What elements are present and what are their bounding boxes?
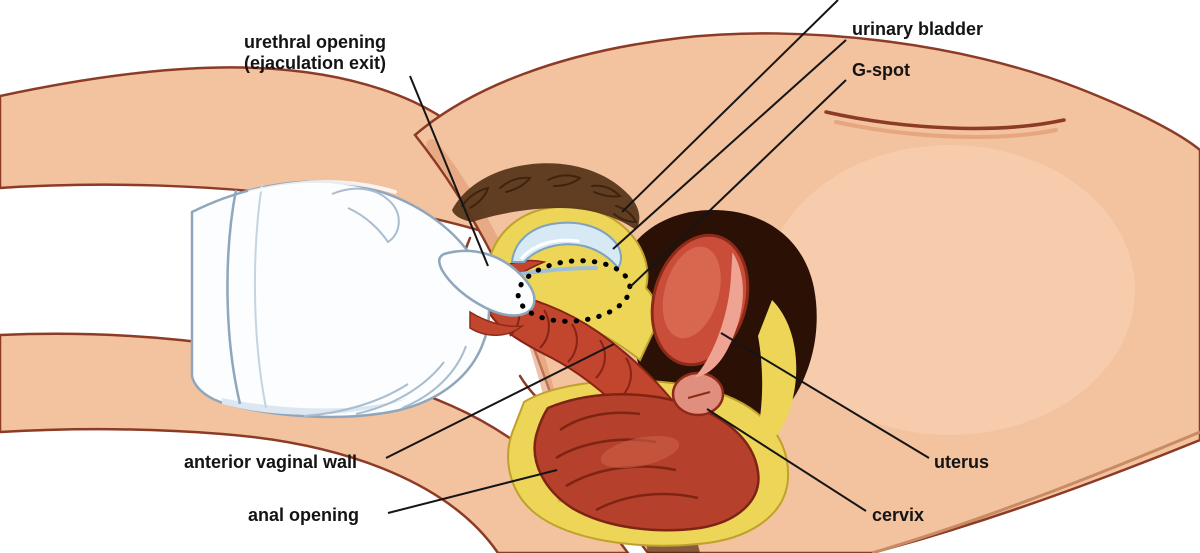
uterus-wall-highlight [694, 252, 743, 378]
glove-index-finger [438, 249, 536, 317]
cervix-shape [671, 371, 725, 417]
uterus-group [650, 233, 750, 417]
leader-line-anal-opening [387, 469, 558, 514]
pubic-hair-curls [461, 174, 638, 224]
leader-line-cervix [706, 408, 867, 512]
label-uterus: uterus [934, 452, 990, 472]
label-urethral-opening-line1: urethral opening [244, 32, 387, 52]
vaginal-rugae [509, 299, 632, 397]
label-urinary-bladder: urinary bladder [852, 19, 984, 39]
glove-cuff-inner-line [253, 183, 267, 409]
rectum-highlight [600, 435, 680, 469]
cervix-slit [687, 391, 711, 399]
leader-line-g-spot [628, 79, 847, 289]
label-anal-opening: anal opening [248, 505, 360, 525]
pubic-hair-patch [452, 163, 640, 230]
labia-fold-over-finger [469, 310, 525, 336]
glove-top-highlight [248, 180, 397, 194]
leader-lines [385, 0, 930, 514]
buttock-highlight [765, 145, 1135, 435]
rectum [533, 393, 760, 532]
label-urethral-opening-line2: (ejaculation exit) [244, 53, 387, 73]
leader-line-urethral-opening [409, 75, 489, 267]
pubic-hair [452, 163, 640, 230]
label-cervix: cervix [872, 505, 925, 525]
leader-line-uterus [720, 332, 930, 459]
leg-crease-line [871, 430, 1200, 553]
glove-hand [190, 180, 536, 419]
label-g-spot: G-spot [852, 60, 910, 80]
bladder-shape [510, 221, 622, 270]
label-urethral-opening: urethral opening (ejaculation exit) [244, 32, 386, 74]
leader-line-anterior-vaginal-wall [385, 343, 615, 459]
hip-crease-shadow [834, 120, 1058, 139]
leader-line-top-cropped [621, 0, 839, 213]
bladder-highlight [520, 238, 580, 260]
label-anterior-vaginal-wall: anterior vaginal wall [184, 452, 358, 472]
glove-knuckle-folds [303, 187, 467, 417]
uterus-inner [662, 246, 721, 339]
glove-cuff-line [226, 189, 242, 405]
hip-crease-line [824, 110, 1066, 131]
glove-palm-shading [222, 398, 408, 415]
leader-line-urinary-bladder [612, 39, 847, 250]
fat-right-crescent [750, 300, 797, 456]
